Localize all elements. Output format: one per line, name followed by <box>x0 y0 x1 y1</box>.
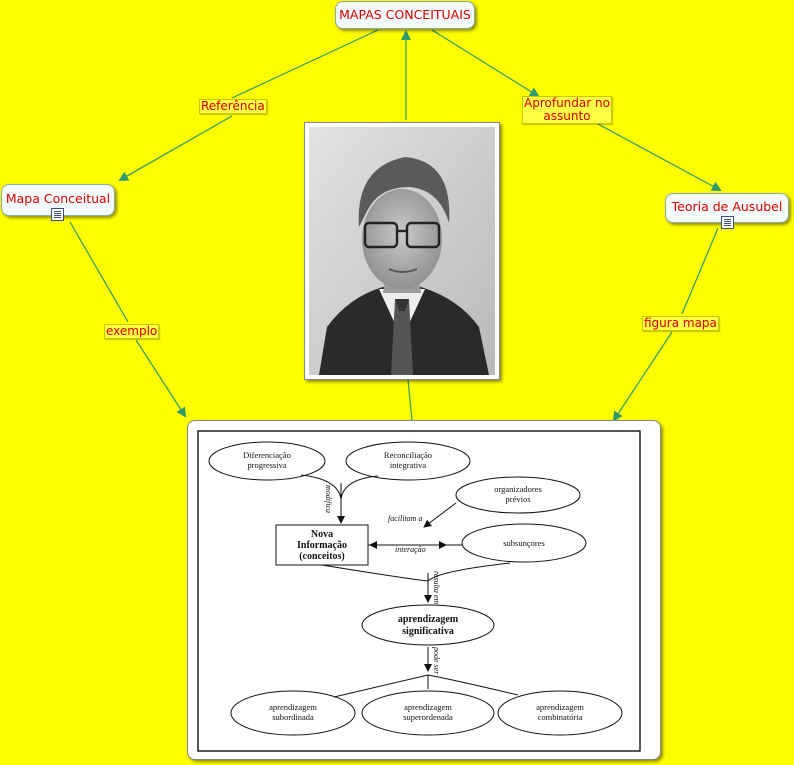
concept-map-figure[interactable]: Diferenciação progressiva Reconciliação … <box>187 420 661 760</box>
connector-figura-figure <box>612 331 673 422</box>
portrait-photo[interactable] <box>304 122 500 380</box>
figure-text-subordinada-2: subordinada <box>272 712 314 722</box>
figure-node-aprendizagem <box>361 604 495 646</box>
figure-text-organizadores-1: organizadores <box>494 484 542 494</box>
link-referencia-label: Referência <box>201 99 265 113</box>
connector-teoria-figura <box>681 227 719 315</box>
link-aprofundar[interactable]: Aprofundar no assunto <box>522 96 612 124</box>
figure-text-reconciliacao-2: integrativa <box>390 460 427 470</box>
connector-referencia-mapa <box>118 115 233 181</box>
figure-text-combinatoria-2: combinatória <box>538 712 583 722</box>
figure-link-facilitam: facilitam a <box>388 514 422 523</box>
figure-node-subsuncores <box>461 523 587 563</box>
figure-node-organizadores <box>455 476 581 514</box>
connector-root-referencia <box>231 29 379 99</box>
node-teoria-de-ausubel-label: Teoria de Ausubel <box>671 199 783 214</box>
connector-root-aprofundar <box>431 29 540 98</box>
figure-text-nova-3: (conceitos) <box>299 551 345 562</box>
link-referencia[interactable]: Referência <box>199 99 267 114</box>
portrait-image <box>309 127 495 375</box>
concept-map-figure-image: Diferenciação progressiva Reconciliação … <box>197 430 641 752</box>
figure-text-superordenada-2: superordenada <box>403 712 453 722</box>
link-aprofundar-line1: Aprofundar no <box>524 96 610 110</box>
figure-text-aprendizagem-1: aprendizagem <box>398 614 459 625</box>
figure-link-pode: pode ser <box>432 646 441 675</box>
figure-text-combinatoria-1: aprendizagem <box>536 702 584 712</box>
figure-text-nova-1: Nova <box>311 529 333 540</box>
figure-text-superordenada-1: aprendizagem <box>404 702 452 712</box>
figure-text-subsuncores: subsunçores <box>503 538 545 548</box>
node-mapa-conceitual-label: Mapa Conceitual <box>5 191 111 206</box>
node-mapa-conceitual[interactable]: Mapa Conceitual <box>1 184 115 221</box>
link-exemplo-label: exemplo <box>106 324 158 338</box>
figure-text-organizadores-2: prévios <box>505 494 530 504</box>
node-mapas-conceituais[interactable]: MAPAS CONCEITUAIS <box>335 1 475 29</box>
link-aprofundar-line2: assunto <box>543 109 591 123</box>
link-figura-mapa[interactable]: figura mapa <box>642 316 719 331</box>
figure-text-nova-2: Informação <box>297 540 347 551</box>
figure-text-reconciliacao-1: Reconciliação <box>384 450 432 460</box>
connector-mapa-exemplo <box>69 221 129 323</box>
document-icon[interactable] <box>721 216 734 229</box>
figure-link-modifica: modifica <box>324 485 333 513</box>
connector-aprofundar-teoria <box>597 123 722 191</box>
node-teoria-de-ausubel[interactable]: Teoria de Ausubel <box>665 193 789 229</box>
figure-node-reconciliacao <box>345 441 471 481</box>
figure-node-subordinada <box>230 690 356 736</box>
figure-text-subordinada-1: aprendizagem <box>269 702 317 712</box>
link-figura-mapa-label: figura mapa <box>644 316 717 330</box>
document-icon[interactable] <box>51 208 64 221</box>
node-mapas-conceituais-label: MAPAS CONCEITUAIS <box>339 7 471 22</box>
link-exemplo[interactable]: exemplo <box>104 324 160 339</box>
connector-exemplo-figure <box>135 339 187 418</box>
figure-node-diferenciacao <box>208 441 326 481</box>
figure-text-diferenciacao-2: progressiva <box>247 460 286 470</box>
figure-node-superordenada <box>361 690 495 736</box>
figure-link-resulta: resulta em <box>432 571 441 604</box>
figure-text-aprendizagem-2: significativa <box>402 626 454 637</box>
figure-link-interacao: interação <box>395 545 426 554</box>
connector-photo-figure <box>407 379 413 421</box>
figure-text-diferenciacao-1: Diferenciação <box>243 450 291 460</box>
figure-node-combinatoria <box>497 690 623 736</box>
